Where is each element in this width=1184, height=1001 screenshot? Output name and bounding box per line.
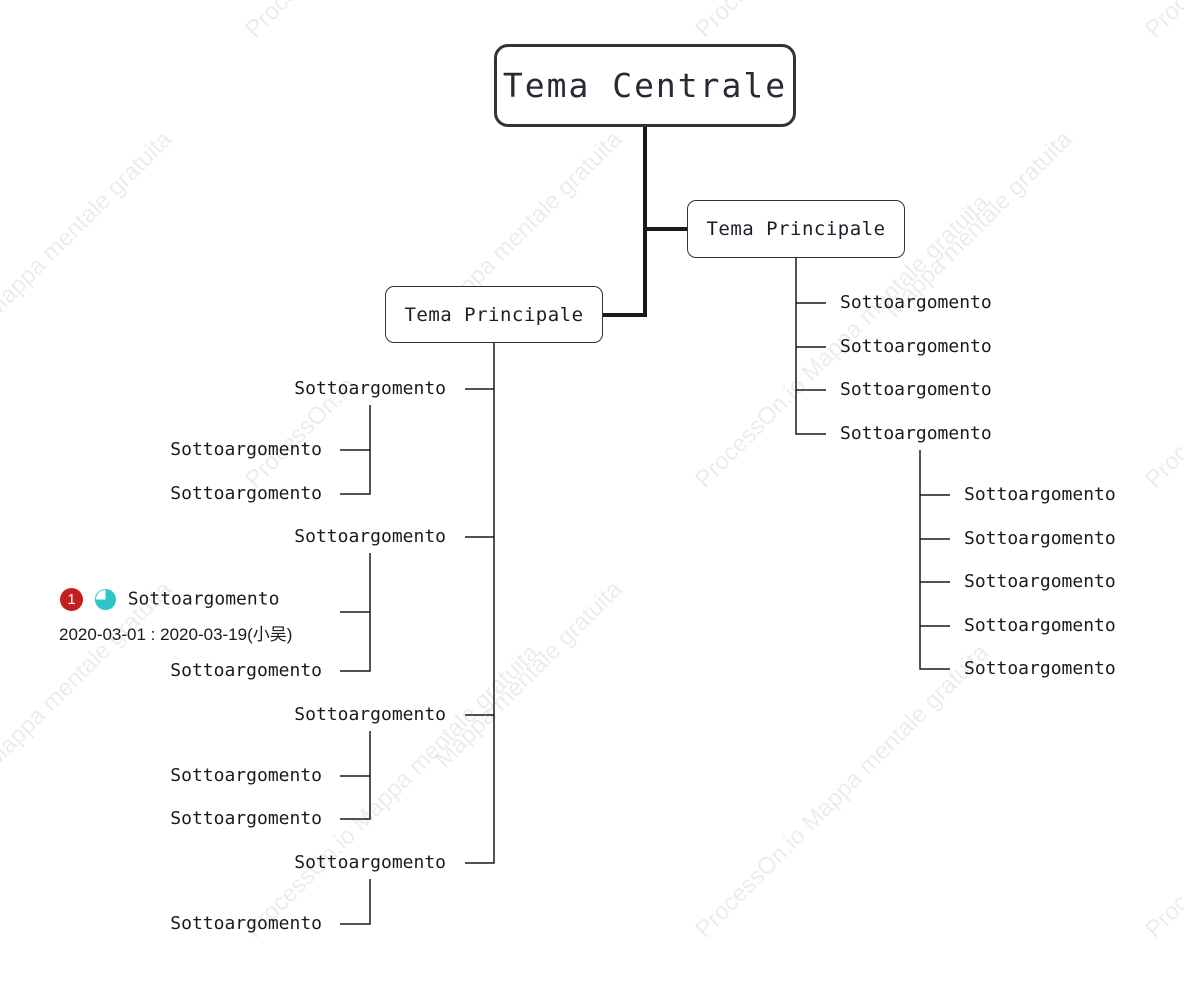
subtopic-left-1-child-1[interactable]: Sottoargomento [170, 439, 322, 460]
task-subtopic[interactable]: 1 Sottoargomento [60, 588, 279, 611]
main-topic-label: Tema Principale [404, 303, 584, 326]
subtopic-right-4-child-5[interactable]: Sottoargomento [964, 658, 1116, 679]
subtopic-right-3[interactable]: Sottoargomento [840, 379, 992, 400]
central-topic[interactable]: Tema Centrale [494, 44, 796, 127]
task-subtopic-label: Sottoargomento [127, 588, 280, 610]
central-topic-label: Tema Centrale [502, 66, 788, 105]
connector-right-trunk [795, 258, 826, 435]
subtopic-right-4-child-3[interactable]: Sottoargomento [964, 571, 1116, 592]
connector-left-sub-2-children [340, 553, 371, 672]
connector-central-left [603, 127, 647, 317]
subtopic-left-2-child-2[interactable]: Sottoargomento [170, 660, 322, 681]
subtopic-left-1-child-2[interactable]: Sottoargomento [170, 483, 322, 504]
main-topic-right[interactable]: Tema Principale [687, 200, 905, 258]
task-date-range: 2020-03-01 : 2020-03-19(小吴) [59, 625, 293, 644]
connector-right-sub-4-children [919, 450, 950, 670]
subtopic-left-3[interactable]: Sottoargomento [294, 704, 446, 725]
subtopic-left-3-child-2[interactable]: Sottoargomento [170, 808, 322, 829]
connector-left-sub-3-children [340, 731, 371, 820]
priority-1-icon: 1 [60, 588, 83, 611]
connector-left-sub-4-children [340, 879, 371, 925]
connector-left-trunk [465, 343, 495, 864]
subtopic-left-2[interactable]: Sottoargomento [294, 526, 446, 547]
subtopic-left-4[interactable]: Sottoargomento [294, 852, 446, 873]
subtopic-right-1[interactable]: Sottoargomento [840, 292, 992, 313]
main-topic-left[interactable]: Tema Principale [385, 286, 603, 343]
subtopic-right-2[interactable]: Sottoargomento [840, 336, 992, 357]
subtopic-right-4[interactable]: Sottoargomento [840, 423, 992, 444]
subtopic-right-4-child-4[interactable]: Sottoargomento [964, 615, 1116, 636]
subtopic-left-4-child-1[interactable]: Sottoargomento [170, 913, 322, 934]
progress-quarter-pie-icon [94, 588, 116, 611]
main-topic-label: Tema Principale [706, 218, 886, 240]
subtopic-left-3-child-1[interactable]: Sottoargomento [170, 765, 322, 786]
connector-left-sub-1-children [340, 405, 371, 495]
subtopic-left-1[interactable]: Sottoargomento [294, 378, 446, 399]
subtopic-right-4-child-1[interactable]: Sottoargomento [964, 484, 1116, 505]
subtopic-right-4-child-2[interactable]: Sottoargomento [964, 528, 1116, 549]
